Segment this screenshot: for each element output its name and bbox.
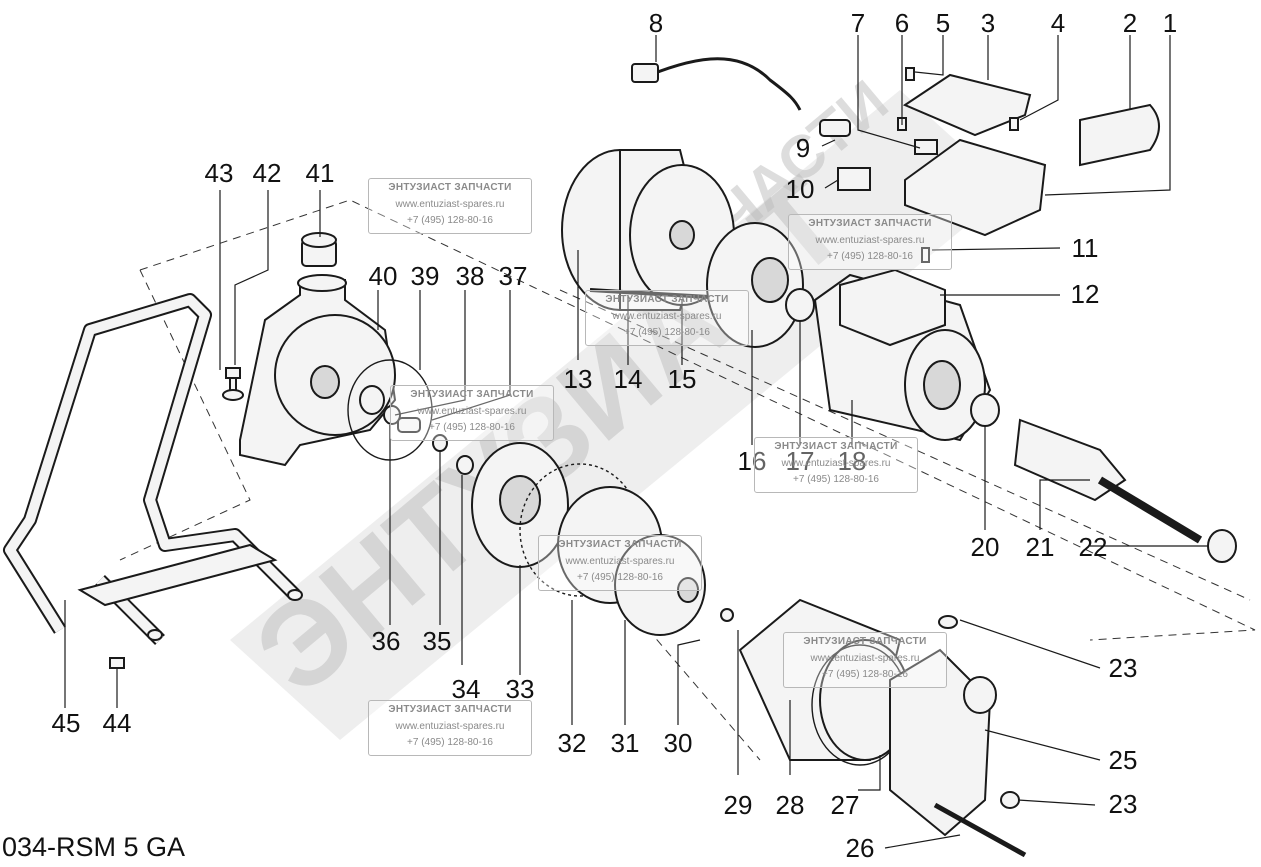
callout-25: 25 bbox=[1109, 745, 1138, 775]
part-terminal-box bbox=[631, 57, 1160, 263]
callout-43: 43 bbox=[205, 158, 234, 188]
part-frame bbox=[3, 293, 303, 645]
callout-3: 3 bbox=[981, 8, 995, 38]
part-pump-housing bbox=[239, 232, 397, 467]
callout-37: 37 bbox=[499, 261, 528, 291]
callout-9: 9 bbox=[796, 133, 810, 163]
callout-32: 32 bbox=[558, 728, 587, 758]
callout-7: 7 bbox=[851, 8, 865, 38]
callout-30: 30 bbox=[664, 728, 693, 758]
callout-36: 36 bbox=[372, 626, 401, 656]
callout-14: 14 bbox=[614, 364, 643, 394]
callout-35: 35 bbox=[423, 626, 452, 656]
part-impeller-stack bbox=[471, 442, 734, 636]
callout-6: 6 bbox=[895, 8, 909, 38]
part-seals bbox=[347, 359, 474, 475]
callout-27: 27 bbox=[831, 790, 860, 820]
callout-17: 17 bbox=[786, 446, 815, 476]
callout-38: 38 bbox=[456, 261, 485, 291]
callout-2: 2 bbox=[1123, 8, 1137, 38]
callout-22: 22 bbox=[1079, 532, 1108, 562]
callout-29: 29 bbox=[724, 790, 753, 820]
callout-1: 1 bbox=[1163, 8, 1177, 38]
callout-5: 5 bbox=[936, 8, 950, 38]
callout-33: 33 bbox=[506, 674, 535, 704]
callout-4: 4 bbox=[1051, 8, 1065, 38]
callout-21: 21 bbox=[1026, 532, 1055, 562]
callout-39: 39 bbox=[411, 261, 440, 291]
callout-28: 28 bbox=[776, 790, 805, 820]
part-motor-fan bbox=[561, 149, 815, 348]
callout-20: 20 bbox=[971, 532, 1000, 562]
callout-18: 18 bbox=[838, 446, 867, 476]
callout-12: 12 bbox=[1071, 279, 1100, 309]
callout-34: 34 bbox=[452, 674, 481, 704]
callout-11: 11 bbox=[1072, 233, 1099, 263]
part-screw-43 bbox=[222, 367, 244, 401]
callout-8: 8 bbox=[649, 8, 663, 38]
callout-13: 13 bbox=[564, 364, 593, 394]
leader-lines bbox=[64, 35, 1208, 849]
callout-26: 26 bbox=[846, 833, 875, 863]
callout-23-bottom: 23 bbox=[1109, 789, 1138, 819]
part-rear-housing bbox=[738, 598, 1027, 858]
callout-44: 44 bbox=[103, 708, 132, 738]
callout-15: 15 bbox=[668, 364, 697, 394]
callout-23-top: 23 bbox=[1109, 653, 1138, 683]
part-nut bbox=[109, 657, 125, 669]
callout-40: 40 bbox=[369, 261, 398, 291]
part-motor-body bbox=[813, 268, 1237, 563]
callout-42: 42 bbox=[253, 158, 282, 188]
callout-10: 10 bbox=[786, 174, 815, 204]
callout-41: 41 bbox=[306, 158, 335, 188]
callout-labels: 1 2 3 4 5 6 7 8 9 10 11 12 13 14 15 16 1… bbox=[52, 8, 1178, 863]
model-label: 034-RSM 5 GA bbox=[2, 832, 186, 862]
callout-31: 31 bbox=[611, 728, 640, 758]
callout-16: 16 bbox=[738, 446, 767, 476]
callout-45: 45 bbox=[52, 708, 81, 738]
